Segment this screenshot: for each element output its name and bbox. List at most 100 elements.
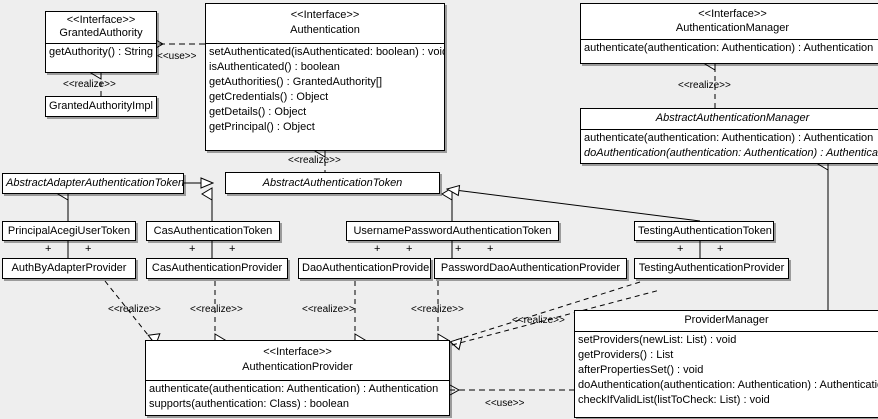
class-header: AbstractAuthenticationToken xyxy=(226,173,439,193)
class-stereotype: <<Interface>> xyxy=(290,9,360,21)
class-authentication-manager[interactable]: <<Interface>> AuthenticationManager auth… xyxy=(580,3,878,64)
class-testing-authentication-token[interactable]: TestingAuthenticationToken xyxy=(634,221,774,241)
operations-compartment: authenticate(authentication: Authenticat… xyxy=(581,129,878,162)
class-name: PrincipalAcegiUserToken xyxy=(7,225,131,237)
operations-compartment: authenticate(authentication: Authenticat… xyxy=(146,380,449,413)
assoc-plus-marker: + xyxy=(487,243,494,255)
class-header: TestingAuthenticationToken xyxy=(635,222,773,240)
label-use-bottom: <<use>> xyxy=(485,398,525,409)
class-stereotype: <<Interface>> xyxy=(698,8,767,20)
class-header: AbstractAuthenticationManager xyxy=(581,109,878,129)
operation: doAuthentication(authentication: Authent… xyxy=(584,147,878,159)
operation: setAuthenticated(isAuthenticated: boolea… xyxy=(209,46,445,58)
operation: supports(authentication: Class) : boolea… xyxy=(149,398,349,410)
label-realize-provider-manager: <<realize>> xyxy=(512,315,565,326)
class-abstract-authentication-token[interactable]: AbstractAuthenticationToken xyxy=(225,172,440,194)
label-realize-dao-provider: <<realize>> xyxy=(302,304,355,315)
class-header: AbstractAdapterAuthenticationToken xyxy=(3,174,183,193)
assoc-plus-marker: + xyxy=(374,243,381,255)
class-abstract-authentication-manager[interactable]: AbstractAuthenticationManager authentica… xyxy=(580,108,878,164)
class-name: AbstractAuthenticationToken xyxy=(262,177,403,189)
class-name: GrantedAuthorityImpl xyxy=(49,100,153,112)
class-name: DaoAuthenticationProvider xyxy=(302,262,431,274)
class-granted-authority[interactable]: <<Interface>> GrantedAuthority getAuthor… xyxy=(45,11,157,73)
class-granted-authority-impl[interactable]: GrantedAuthorityImpl xyxy=(45,96,157,117)
operations-compartment: authenticate(authentication: Authenticat… xyxy=(581,39,878,57)
class-cas-authentication-token[interactable]: CasAuthenticationToken xyxy=(146,221,280,241)
class-name: AbstractAuthenticationManager xyxy=(655,112,810,124)
class-name: AuthByAdapterProvider xyxy=(11,262,127,274)
class-header: CasAuthenticationProvider xyxy=(147,259,287,278)
operation: doAuthentication(authentication: Authent… xyxy=(578,379,878,391)
operation: afterPropertiesSet() : void xyxy=(578,364,704,376)
class-header: <<Interface>> AuthenticationProvider xyxy=(146,341,449,380)
operation: authenticate(authentication: Authenticat… xyxy=(584,42,874,54)
operation: getAuthorities() : GrantedAuthority[] xyxy=(209,76,383,88)
class-name: PasswordDaoAuthenticationProvider xyxy=(440,262,621,274)
class-authentication-provider[interactable]: <<Interface>> AuthenticationProvider aut… xyxy=(145,340,450,416)
assoc-plus-marker: + xyxy=(455,243,462,255)
class-header: UsernamePasswordAuthenticationToken xyxy=(347,222,558,240)
class-auth-by-adapter-provider[interactable]: AuthByAdapterProvider xyxy=(2,258,136,279)
operation: authenticate(authentication: Authenticat… xyxy=(584,132,874,144)
class-principal-acegi-user-token[interactable]: PrincipalAcegiUserToken xyxy=(2,221,136,241)
class-testing-authentication-provider[interactable]: TestingAuthenticationProvider xyxy=(634,258,789,279)
class-name: ProviderManager xyxy=(684,314,769,326)
class-header: <<Interface>> GrantedAuthority xyxy=(46,12,156,43)
class-name: GrantedAuthority xyxy=(59,27,143,39)
class-authentication[interactable]: <<Interface>> Authentication setAuthenti… xyxy=(205,3,445,151)
label-use-top: <<use>> xyxy=(157,51,197,62)
class-name: TestingAuthenticationProvider xyxy=(638,262,785,274)
class-username-password-authentication-token[interactable]: UsernamePasswordAuthenticationToken xyxy=(346,221,559,241)
operation: setProviders(newList: List) : void xyxy=(578,334,737,346)
assoc-plus-marker: + xyxy=(189,243,196,255)
operation: getCredentials() : Object xyxy=(209,91,329,103)
operation: getPrincipal() : Object xyxy=(209,121,315,133)
class-dao-authentication-provider[interactable]: DaoAuthenticationProvider xyxy=(298,258,431,279)
operation: authenticate(authentication: Authenticat… xyxy=(149,383,439,395)
label-realize-auth-by-adapter: <<realize>> xyxy=(108,304,161,315)
operations-compartment: setProviders(newList: List) : void getPr… xyxy=(575,331,878,409)
operation: getDetails() : Object xyxy=(209,106,307,118)
label-realize-authentication-manager: <<realize>> xyxy=(678,80,731,91)
class-cas-authentication-provider[interactable]: CasAuthenticationProvider xyxy=(146,258,288,279)
class-header: <<Interface>> Authentication xyxy=(206,4,444,43)
class-header: CasAuthenticationToken xyxy=(147,222,279,240)
assoc-plus-marker: + xyxy=(406,243,413,255)
class-name: AbstractAdapterAuthenticationToken xyxy=(6,177,184,189)
class-name: Authentication xyxy=(290,24,360,36)
assoc-plus-marker: + xyxy=(45,243,52,255)
class-name: UsernamePasswordAuthenticationToken xyxy=(353,225,552,237)
label-realize-password-dao-provider: <<realize>> xyxy=(411,304,464,315)
class-name: CasAuthenticationToken xyxy=(153,225,273,237)
assoc-plus-marker: + xyxy=(229,243,236,255)
class-abstract-adapter-authentication-token[interactable]: AbstractAdapterAuthenticationToken xyxy=(2,173,184,194)
operations-compartment: getAuthority() : String xyxy=(46,43,156,61)
class-name: CasAuthenticationProvider xyxy=(151,262,283,274)
label-realize-cas-provider: <<realize>> xyxy=(190,304,243,315)
operation: getProviders() : List xyxy=(578,349,674,361)
class-header: PrincipalAcegiUserToken xyxy=(3,222,135,240)
class-header: TestingAuthenticationProvider xyxy=(635,259,788,278)
class-name: TestingAuthenticationToken xyxy=(638,225,772,237)
operation: checkIfValidList(listToCheck: List) : vo… xyxy=(578,394,770,406)
operations-compartment: setAuthenticated(isAuthenticated: boolea… xyxy=(206,43,444,136)
label-realize-granted-authority: <<realize>> xyxy=(63,79,116,90)
assoc-plus-marker: + xyxy=(85,243,92,255)
label-realize-authentication: <<realize>> xyxy=(288,155,341,166)
class-stereotype: <<Interface>> xyxy=(66,14,136,26)
class-name: AuthenticationManager xyxy=(675,22,790,34)
class-name: AuthenticationProvider xyxy=(242,361,353,373)
class-header: <<Interface>> AuthenticationManager xyxy=(581,4,878,39)
class-stereotype: <<Interface>> xyxy=(263,346,332,358)
class-header: ProviderManager xyxy=(575,311,878,331)
class-header: AuthByAdapterProvider xyxy=(3,259,135,278)
class-header: PasswordDaoAuthenticationProvider xyxy=(435,259,626,278)
class-provider-manager[interactable]: ProviderManager setProviders(newList: Li… xyxy=(574,310,878,418)
operation: isAuthenticated() : boolean xyxy=(209,61,340,73)
class-header: GrantedAuthorityImpl xyxy=(46,97,156,116)
assoc-plus-marker: + xyxy=(677,243,684,255)
operation: getAuthority() : String xyxy=(49,46,153,58)
class-password-dao-authentication-provider[interactable]: PasswordDaoAuthenticationProvider xyxy=(434,258,627,279)
